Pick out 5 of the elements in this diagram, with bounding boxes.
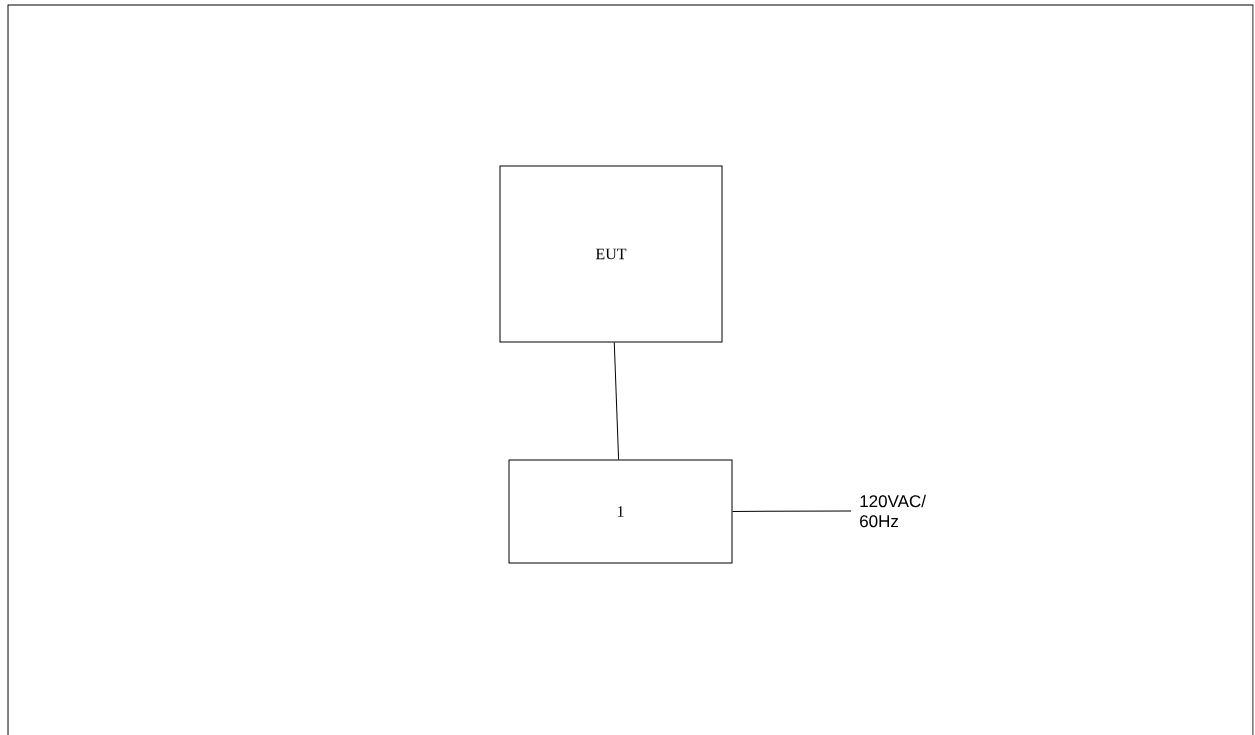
device-box: 1 [508,459,733,564]
supply-label: 120VAC/ 60Hz [860,494,926,528]
connector-line [613,342,620,460]
connector-line [732,510,852,512]
device-box: EUT [499,165,723,343]
